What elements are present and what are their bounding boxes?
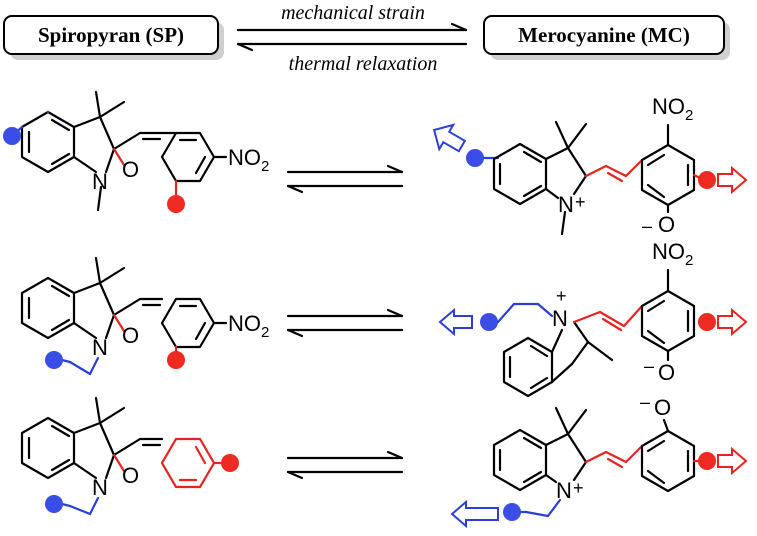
- oxygen-label: O: [658, 360, 675, 385]
- nitrogen-label: N: [92, 475, 108, 500]
- oxygen-label: O: [122, 463, 139, 488]
- equilibrium-row-2: [286, 308, 404, 338]
- indolium-benzene: [492, 428, 548, 492]
- nitro-label: NO2: [228, 145, 269, 175]
- forward-condition: mechanical strain: [281, 2, 425, 24]
- plus-charge: +: [575, 192, 586, 212]
- mc-structure-1: N + NO2 O –: [432, 94, 748, 237]
- mc-title: Merocyanine (MC): [518, 23, 690, 47]
- minus-charge: –: [640, 392, 650, 412]
- forward-arrow-head: [450, 22, 468, 32]
- oxygen-label: O: [654, 395, 671, 420]
- red-handle: [167, 351, 185, 369]
- nitro-label: NO2: [228, 311, 269, 341]
- plus-charge: +: [573, 478, 584, 498]
- phenolate-ring: [640, 429, 696, 493]
- pull-arrow-right: [717, 446, 748, 476]
- pull-arrow-left: [432, 123, 467, 153]
- sp-box: [3, 15, 219, 55]
- mc-box: [483, 15, 725, 55]
- equilibrium-arrows: [286, 164, 404, 480]
- phenolate-ring: [640, 143, 696, 207]
- red-handle: [698, 313, 716, 331]
- minus-charge: –: [642, 216, 652, 236]
- minus-charge: –: [644, 356, 654, 376]
- reverse-condition: thermal relaxation: [289, 53, 438, 75]
- sp-structure-3: N O: [20, 396, 239, 516]
- oxygen-label: O: [122, 323, 139, 348]
- reverse-arrow-head: [236, 42, 254, 52]
- blue-handle: [503, 503, 521, 521]
- equilibrium-row-1: [286, 164, 404, 194]
- red-handle: [698, 171, 716, 189]
- indolium-benzene: [502, 336, 554, 398]
- plus-charge: +: [556, 286, 567, 306]
- oxygen-label: O: [122, 157, 139, 182]
- nitrogen-label: N: [92, 335, 108, 360]
- nitrogen-label: N: [92, 169, 108, 194]
- mc-structure-2: N + NO2 O –: [438, 239, 748, 398]
- nitro-label: NO2: [652, 94, 693, 124]
- sp-structure-1: N O NO2: [3, 90, 269, 213]
- oxygen-label: O: [658, 212, 675, 237]
- header: Spiropyran (SP) Merocyanine (MC) mechani…: [3, 2, 730, 75]
- chromene-ring: [160, 297, 216, 349]
- sp-structure-2: N O NO2: [20, 256, 269, 376]
- red-handle: [221, 454, 239, 472]
- nitrogen-label: N: [558, 192, 574, 217]
- red-handle: [698, 452, 716, 470]
- sp-title: Spiropyran (SP): [38, 23, 184, 47]
- blue-handle: [466, 149, 484, 167]
- indolium-benzene: [492, 142, 548, 206]
- blue-handle: [3, 127, 21, 145]
- phenolate-ring: [640, 289, 696, 353]
- mc-structure-3: N + O –: [450, 392, 748, 529]
- chromene-ring: [160, 437, 216, 489]
- blue-handle: [480, 313, 498, 331]
- pull-arrow-right: [717, 307, 748, 337]
- blue-handle: [45, 351, 63, 369]
- nitrogen-label: N: [556, 478, 572, 503]
- chromene-ring: [160, 131, 216, 183]
- pull-arrow-right: [717, 165, 748, 195]
- equilibrium-row-3: [286, 450, 404, 480]
- pull-arrow-left: [450, 499, 499, 529]
- nitro-label: NO2: [652, 239, 693, 269]
- nitrogen-label: N: [552, 306, 568, 331]
- pull-arrow-left: [438, 307, 473, 337]
- blue-handle: [45, 495, 63, 513]
- red-handle: [167, 195, 185, 213]
